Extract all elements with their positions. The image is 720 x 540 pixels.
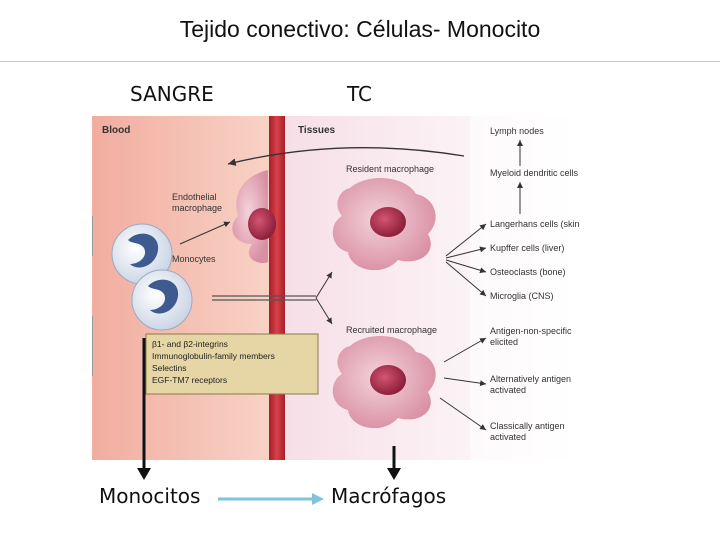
lymph-nodes-label: Lymph nodes [490, 126, 544, 136]
antigen-nonspecific-label-1: Antigen-non-specific [490, 326, 572, 336]
recruited-macrophage-label: Recruited macrophage [346, 325, 437, 335]
monocitos-label: Monocitos [99, 484, 201, 508]
classically-activated-label-2: activated [490, 432, 526, 442]
endothelial-label-1: Endothelial [172, 192, 217, 202]
kupffer-label: Kupffer cells (liver) [490, 243, 564, 253]
endothelial-label-2: macrophage [172, 203, 222, 213]
slide-title: Tejido conectivo: Células- Monocito [179, 16, 541, 42]
macrofagos-label: Macrófagos [331, 484, 447, 508]
receptor-line-2: Immunoglobulin-family members [152, 351, 275, 361]
receptor-line-4: EGF-TM7 receptors [152, 375, 227, 385]
osteoclasts-label: Osteoclasts (bone) [490, 267, 566, 277]
alternatively-activated-label-2: activated [490, 385, 526, 395]
resident-macrophage-nucleus [370, 207, 406, 237]
microglia-label: Microglia (CNS) [490, 291, 554, 301]
tissue-heading: TC [347, 82, 373, 106]
to-resident-arrow [315, 271, 333, 299]
monocytes-label: Monocytes [172, 254, 216, 264]
receptor-line-3: Selectins [152, 363, 187, 373]
myeloid-dc-label: Myeloid dendritic cells [490, 168, 579, 178]
classically-activated-label-1: Classically antigen [490, 421, 565, 431]
tissues-header: Tissues [298, 125, 335, 136]
recruited-macrophage-nucleus [370, 365, 406, 395]
langerhans-label: Langerhans cells (skin) [490, 219, 580, 229]
alternatively-activated-label-1: Alternatively antigen [490, 374, 571, 384]
receptor-box [145, 333, 319, 395]
to-recruited-arrow [315, 297, 333, 325]
monocyte-cell-1 [111, 223, 173, 285]
monocyte-cell-2 [131, 269, 193, 331]
recirculation-arrow [227, 147, 465, 166]
endothelial-macrophage-nucleus [248, 208, 276, 240]
antigen-nonspecific-label-2: elicited [490, 337, 518, 347]
title-divider [0, 61, 720, 62]
blood-header: Blood [102, 125, 130, 136]
receptor-line-1: β1- and β2-integrins [152, 339, 228, 349]
monocyte-macrophage-diagram: Blood Tissues Endothelial macrophage Mon… [92, 116, 580, 460]
endothelial-arrow [179, 221, 231, 245]
blood-heading: SANGRE [130, 82, 214, 106]
resident-macrophage-label: Resident macrophage [346, 164, 434, 174]
